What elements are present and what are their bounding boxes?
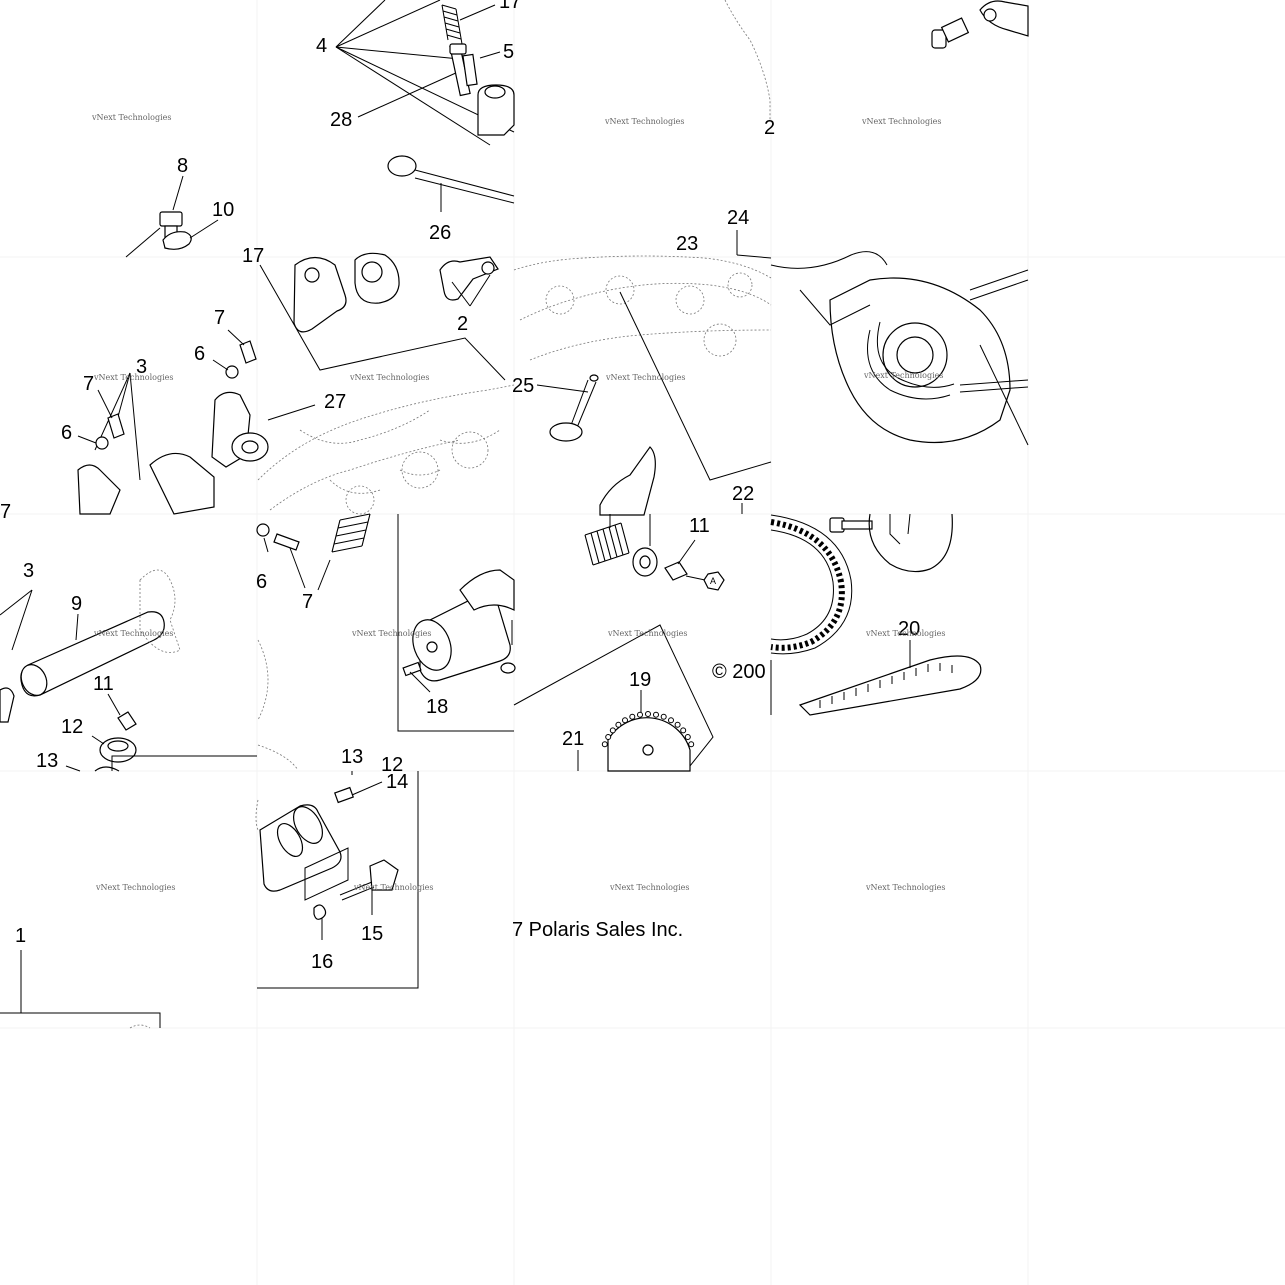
camshaft-row <box>255 771 419 989</box>
cam-chain-and-guide <box>770 513 982 716</box>
watermark-text: vNext Technologies <box>609 883 689 892</box>
callout-15: 15 <box>361 923 383 945</box>
callout-11: 11 <box>689 515 710 537</box>
assembly-box-1 <box>0 950 161 1029</box>
watermark-text: vNext Technologies <box>353 883 433 892</box>
ref-letter-a: A <box>710 576 716 586</box>
sprocket-tooth <box>615 721 622 728</box>
sprocket-tooth <box>605 734 612 740</box>
callout-25: 25 <box>512 375 534 397</box>
outer-spring <box>584 522 630 566</box>
watermark-text: vNext Technologies <box>863 371 943 380</box>
callout-6: 6 <box>256 571 267 593</box>
watermark-text: vNext Technologies <box>93 373 173 382</box>
callout-18: 18 <box>426 696 448 718</box>
callout-21: 21 <box>562 728 584 750</box>
valve-keeper-row <box>513 514 725 772</box>
callout-7: 7 <box>0 501 11 523</box>
callout-10: 10 <box>212 199 234 221</box>
callout-2: 2 <box>764 117 775 139</box>
callout-3: 3 <box>23 560 34 582</box>
sprocket-tooth <box>674 721 681 728</box>
callout-7: 7 <box>214 307 225 329</box>
callout-28: 28 <box>330 109 352 131</box>
callout-8: 8 <box>177 155 188 177</box>
valve-spring-row <box>256 513 516 771</box>
sprocket-tooth <box>688 741 695 748</box>
sprocket-tooth <box>660 713 667 720</box>
callout-12: 12 <box>61 716 83 738</box>
top-right-parts <box>724 0 1029 120</box>
sprocket-tooth <box>622 717 628 724</box>
sprocket-teeth <box>601 711 695 748</box>
callout-17: 17 <box>242 245 264 267</box>
watermark-text: vNext Technologies <box>607 629 687 638</box>
sprocket-tooth <box>629 713 636 720</box>
callout-7: 7 <box>302 591 313 613</box>
sprocket-tooth <box>684 734 691 740</box>
watermark-text: vNext Technologies <box>865 883 945 892</box>
sprocket-tooth <box>637 711 643 718</box>
rocker-shaft-area-top <box>125 0 515 258</box>
sprocket-tooth <box>609 727 616 734</box>
sprocket-tooth <box>601 741 608 748</box>
callout-13: 13 <box>36 750 58 772</box>
watermark-text: vNext Technologies <box>349 373 429 382</box>
callout-labels: 4 17 5 28 8 10 26 17 2 24 23 2 7 6 3 7 6… <box>0 0 920 973</box>
watermarks: vNext Technologies vNext Technologies vN… <box>91 113 945 892</box>
sprocket-tooth <box>668 717 674 724</box>
callout-9: 9 <box>71 593 82 615</box>
callout-4: 4 <box>316 35 327 57</box>
callout-24: 24 <box>727 207 749 229</box>
callout-16: 16 <box>311 951 333 973</box>
callout-2: 2 <box>457 313 468 335</box>
callout-26: 26 <box>429 222 451 244</box>
callout-13: 13 <box>341 746 363 768</box>
valve-spring-top <box>441 4 463 45</box>
callout-12: 12 <box>381 754 403 776</box>
callout-22: 22 <box>732 483 754 505</box>
callout-3: 3 <box>136 356 147 378</box>
watermark-text: vNext Technologies <box>865 629 945 638</box>
watermark-text: vNext Technologies <box>605 373 685 382</box>
sprocket-tooth <box>645 711 651 717</box>
callout-19: 19 <box>629 669 651 691</box>
callout-1: 1 <box>15 925 26 947</box>
callout-6: 6 <box>61 422 72 444</box>
callout-6: 6 <box>194 343 205 365</box>
rocker-shaft-row <box>0 569 257 772</box>
callout-27: 27 <box>324 391 346 413</box>
watermark-text: vNext Technologies <box>91 113 171 122</box>
sprocket-tooth <box>653 711 659 718</box>
watermark-text: vNext Technologies <box>93 629 173 638</box>
cam-chain-cover <box>770 251 1029 446</box>
valve-spring <box>331 513 371 553</box>
footer-copyright: 7 Polaris Sales Inc. <box>512 919 683 941</box>
sprocket-tooth <box>680 727 687 734</box>
callout-11: 11 <box>93 673 114 695</box>
watermark-text: vNext Technologies <box>95 883 175 892</box>
copyright-fragment: © 200 <box>712 661 766 683</box>
callout-5: 5 <box>503 41 514 63</box>
watermark-text: vNext Technologies <box>604 117 684 126</box>
cylinder-head-right <box>513 230 772 516</box>
rocker-arms-left <box>77 329 316 515</box>
callout-14: 14 <box>386 771 408 793</box>
callout-7: 7 <box>83 373 94 395</box>
watermark-text: vNext Technologies <box>351 629 431 638</box>
camshaft-cover-row <box>257 252 515 515</box>
watermark-text: vNext Technologies <box>861 117 941 126</box>
callout-17: 17 <box>499 0 521 13</box>
callout-23: 23 <box>676 233 698 255</box>
callout-20: 20 <box>898 618 920 640</box>
